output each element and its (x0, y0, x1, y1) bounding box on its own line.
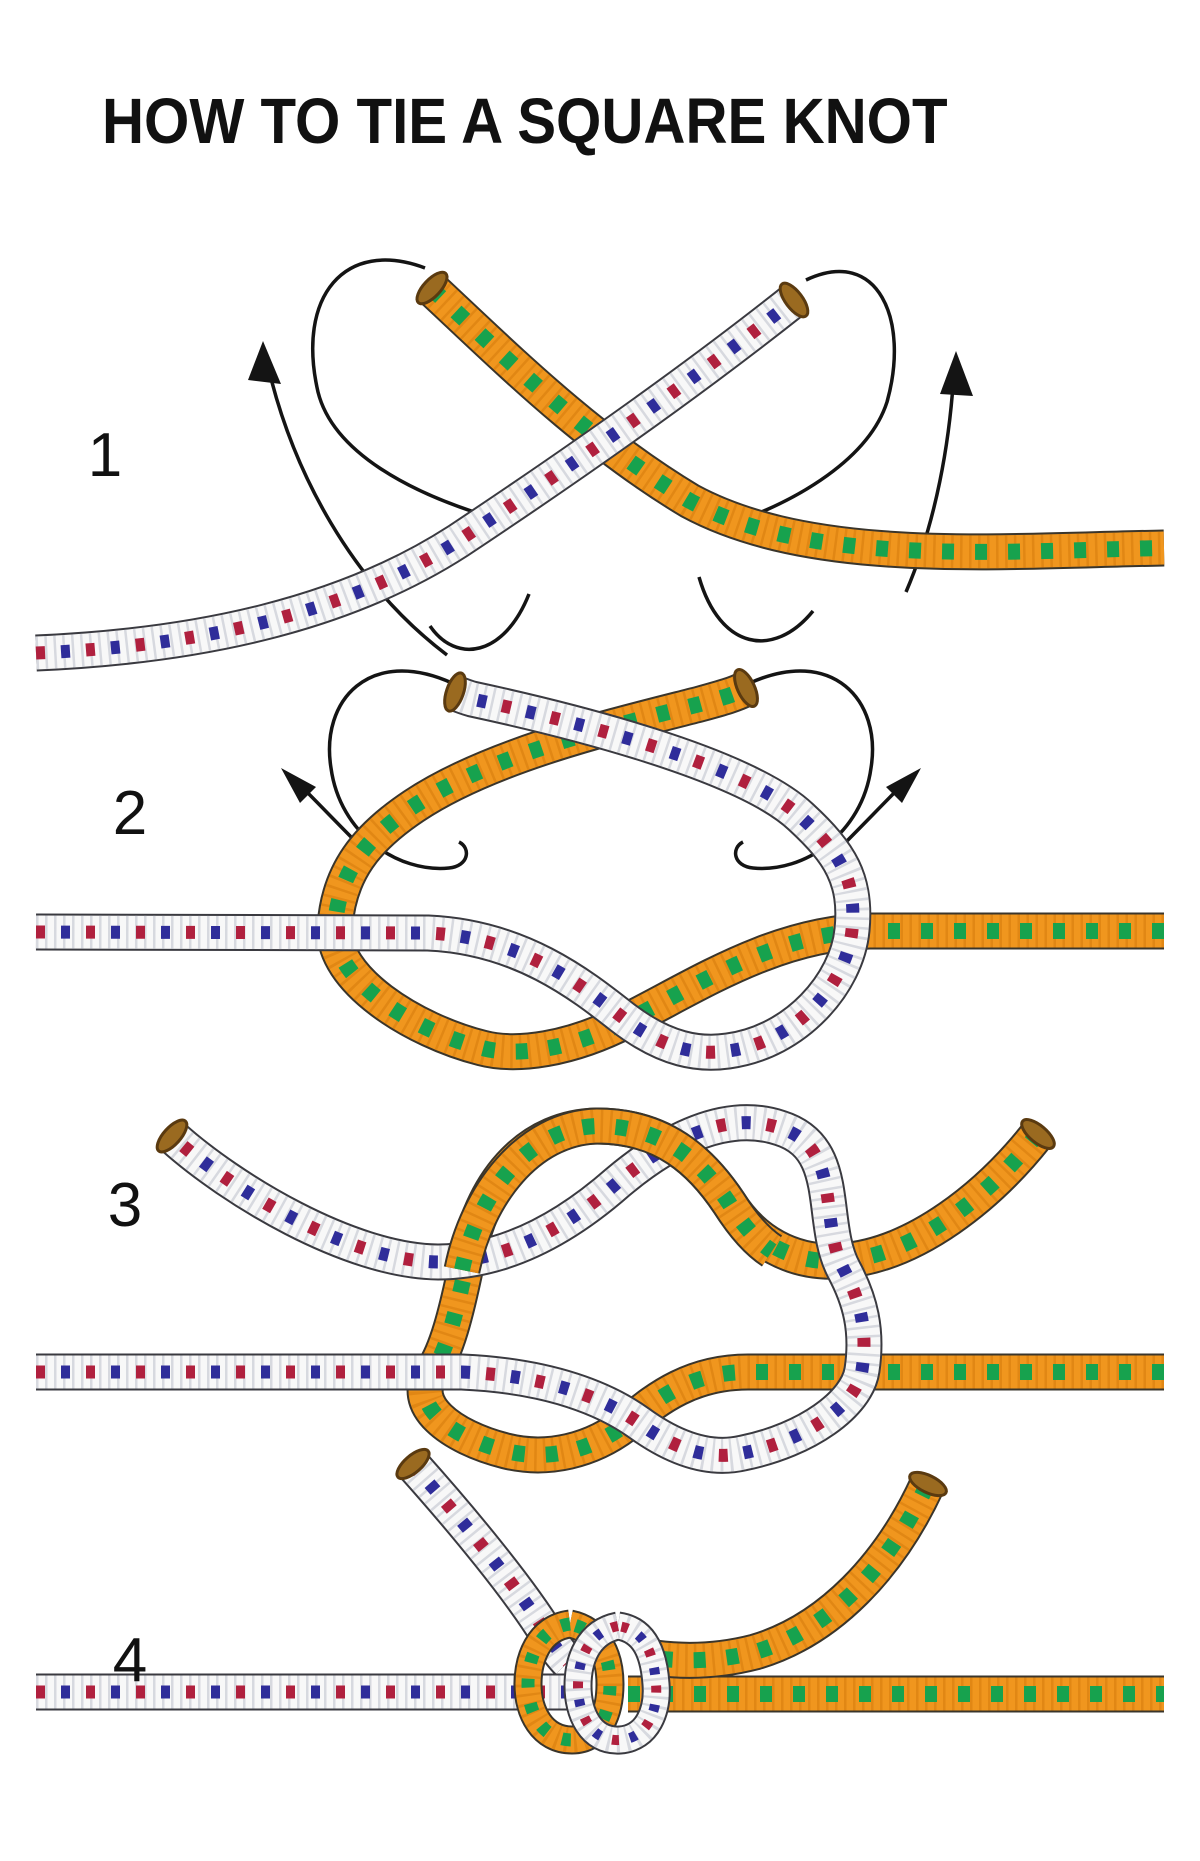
motion-arrow-up-right (834, 768, 921, 854)
orange-rope-free-end (655, 1485, 927, 1660)
orange-rope (432, 289, 1164, 552)
step-2-illustration (36, 668, 1164, 1052)
rope-end-cap (733, 668, 759, 708)
step-2-label: 2 (112, 779, 148, 848)
motion-loop-left (327, 669, 469, 871)
page-title: HOW TO TIE A SQUARE KNOT (102, 85, 948, 157)
step-1-label: 1 (87, 421, 123, 490)
rope-end-cap (908, 1470, 948, 1498)
rope-end-cap (395, 1447, 431, 1481)
orange-rope (335, 689, 1164, 1052)
orange-rope (425, 1126, 1164, 1455)
rope-end-cap (443, 671, 467, 713)
motion-arrow-up-left (248, 341, 449, 657)
step-3-label: 3 (107, 1171, 143, 1240)
step-3-illustration (36, 1115, 1164, 1456)
motion-loop-left (311, 258, 531, 651)
rope-end-cap (1020, 1118, 1056, 1150)
step-4-label: 4 (112, 1626, 148, 1695)
step-1-illustration (36, 258, 1164, 657)
rope-end-cap (415, 270, 449, 306)
rope-end-cap (155, 1118, 189, 1154)
rope-end-cap (778, 281, 810, 319)
step-4-illustration (36, 1444, 1164, 1740)
motion-loop-right (697, 269, 896, 643)
white-rope (36, 693, 853, 1052)
motion-loop-right (733, 669, 875, 871)
